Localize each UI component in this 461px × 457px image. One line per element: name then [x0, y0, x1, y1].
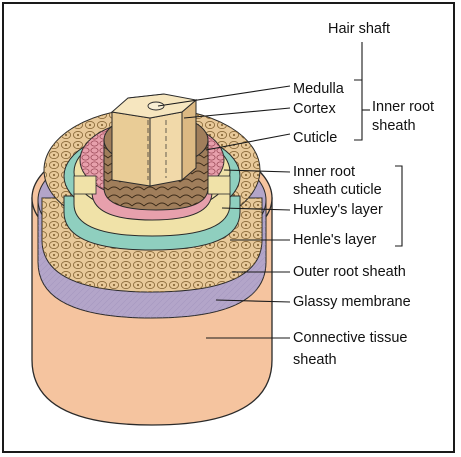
- label-outer-root-sheath: Outer root sheath: [293, 264, 406, 280]
- label-connective-tissue-sheath-line-1: Connective tissue: [293, 330, 408, 346]
- label-cortex: Cortex: [293, 101, 336, 117]
- label-brackets: [354, 42, 403, 247]
- label-inner-root-sheath-line-2: sheath: [372, 118, 416, 134]
- label-glassy-membrane: Glassy membrane: [293, 294, 411, 310]
- label-inner-root-sheath-cuticle-line-2: sheath cuticle: [293, 182, 382, 198]
- label-huxleys-layer: Huxley's layer: [293, 202, 383, 218]
- leader-lines: [157, 85, 291, 339]
- label-hair-shaft: Hair shaft: [328, 21, 391, 37]
- figure-border: [2, 2, 455, 453]
- label-inner-root-sheath-cuticle-line-1: Inner root: [293, 164, 356, 180]
- label-henles-layer: Henle's layer: [293, 232, 377, 248]
- label-connective-tissue-sheath-line-2: sheath: [293, 352, 337, 368]
- label-inner-root-sheath-line-1: Inner root: [372, 99, 435, 115]
- label-medulla: Medulla: [293, 81, 344, 97]
- cortex-prism: [110, 93, 198, 187]
- label-cuticle: Cuticle: [293, 130, 338, 146]
- medulla-core: [147, 101, 165, 111]
